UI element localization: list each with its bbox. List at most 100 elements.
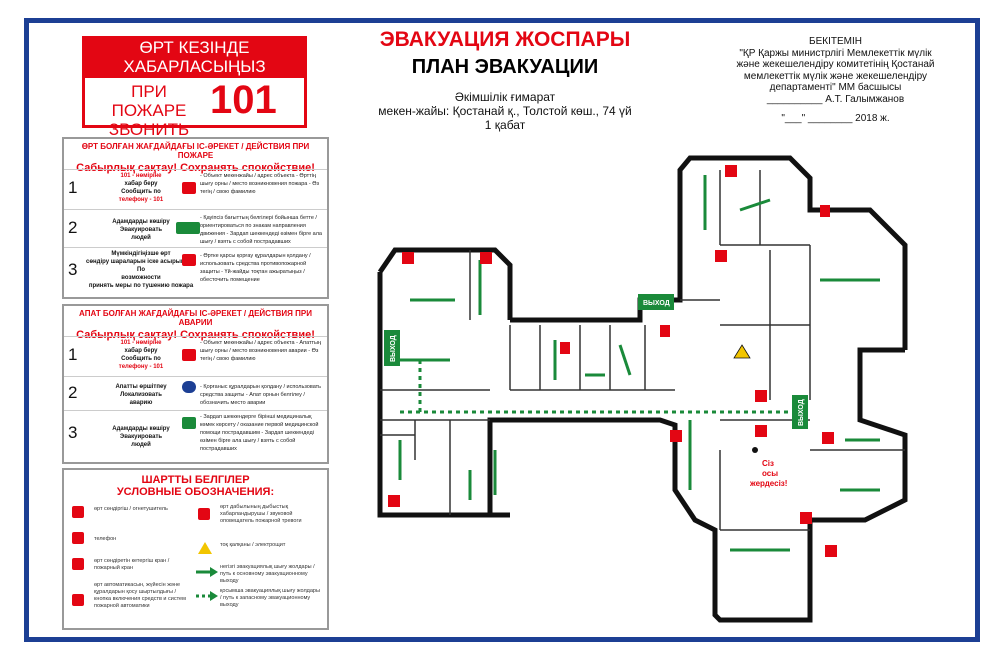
extinguisher-icon bbox=[182, 254, 196, 266]
you-are-here-label: осы bbox=[762, 469, 778, 478]
electric-hazard-icon bbox=[198, 542, 212, 554]
approval-line: __________ А.Т. Галымжанов bbox=[766, 93, 905, 105]
plan-title-ru: ПЛАН ЭВАКУАЦИИ bbox=[411, 56, 599, 78]
step-detail: - Объект мекенжайы / адрес объекта - Өрт… bbox=[200, 173, 320, 195]
fire-box-line4: ЗВОНИТЬ bbox=[108, 120, 190, 139]
siren-icon bbox=[198, 508, 210, 520]
legend-item: негізгі эвакуациялық шығу жолдары / путь… bbox=[220, 564, 315, 584]
approval-line: БЕКІТЕМІН bbox=[809, 36, 862, 47]
accident-panel-header: АПАТ БОЛҒАН ЖАҒДАЙДАҒЫ ІС-ӘРЕКЕТ / ДЕЙСТ… bbox=[79, 309, 312, 327]
accident-actions-panel: АПАТ БОЛҒАН ЖАҒДАЙДАҒЫ ІС-ӘРЕКЕТ / ДЕЙСТ… bbox=[62, 304, 329, 464]
extinguisher-icon bbox=[660, 325, 670, 337]
legend-item: тоқ қалқаны / электрощит bbox=[220, 542, 286, 548]
phone-icon bbox=[72, 532, 84, 544]
reserve-evacuation-route bbox=[400, 360, 795, 414]
fire-actions-panel: ӨРТ БОЛҒАН ЖАҒДАЙДАҒЫ ІС-ӘРЕКЕТ / ДЕЙСТВ… bbox=[62, 137, 329, 299]
step-text: принять меры по тушению пожара bbox=[88, 283, 194, 289]
approval-line: мемлекеттік мүлік және жекешелендіру bbox=[743, 70, 928, 82]
extinguisher-icon bbox=[755, 425, 767, 437]
fire-hose-icon bbox=[755, 390, 767, 402]
legend-item: телефон bbox=[94, 536, 117, 542]
floor-label: 1 қабат bbox=[484, 118, 526, 132]
approval-block: БЕКІТЕМІН "ҚР Қаржы министрлігі Мемлекет… bbox=[728, 36, 943, 125]
fire-panel-calm: Сабырлық сақтау! Сохранять спокойствие! bbox=[76, 162, 315, 174]
legend-item: өрт сөндіргіш / огнетушитель bbox=[94, 506, 168, 512]
exit-label: ВЫХОД bbox=[390, 335, 397, 362]
step-text: Адамдарды көшіру bbox=[112, 219, 170, 225]
step-text: Сообщить по bbox=[121, 356, 161, 362]
extinguisher-icon bbox=[560, 342, 570, 354]
exit-label: ВЫХОД bbox=[798, 399, 805, 426]
step-detail: - Зардап шеккендерге бірінші медициналық… bbox=[200, 414, 319, 452]
step-text: 101 - нөміріне bbox=[120, 173, 162, 179]
step-number: 3 bbox=[68, 423, 78, 442]
building-info: Әкімшілік ғимарат мекен-жайы: Қостанай қ… bbox=[340, 90, 670, 132]
step-text: хабар беру bbox=[124, 181, 158, 187]
phone-icon bbox=[402, 252, 414, 264]
exit-sign-west bbox=[384, 330, 400, 366]
step-text: Мүмкіндігіңізше өрт bbox=[111, 251, 171, 257]
step-text: Апатты өршітпеу bbox=[115, 384, 167, 390]
step-detail: - Қорғаныс құралдарын қолдану / использо… bbox=[200, 384, 322, 406]
fire-button-icon bbox=[72, 594, 84, 606]
arrow-legend-icons bbox=[196, 567, 218, 601]
phone-icon bbox=[182, 349, 196, 361]
step-detail: - Өртке қарсы қорғау құралдарын қолдану … bbox=[200, 253, 311, 283]
plan-title-kz: ЭВАКУАЦИЯ ЖОСПАРЫ bbox=[379, 28, 631, 51]
approval-line: "ҚР Қаржы министрлігі Мемлекеттік мүлік bbox=[739, 47, 932, 59]
electric-hazard-icon bbox=[733, 344, 751, 359]
interior-walls bbox=[380, 170, 905, 531]
step-text: Эвакуировать bbox=[119, 227, 163, 233]
phone-icon bbox=[800, 512, 812, 524]
step-detail: - Қауіпсіз бағыттың белгілері бойынша бе… bbox=[200, 215, 322, 245]
step-text: возможности bbox=[121, 275, 161, 281]
step-number: 3 bbox=[68, 260, 78, 279]
fire-phone-number: 101 bbox=[210, 78, 277, 122]
fire-box-line1: ӨРТ КЕЗІНДЕ bbox=[139, 38, 250, 57]
exit-label: ВЫХОД bbox=[643, 300, 670, 307]
plan-symbols bbox=[388, 165, 837, 557]
fire-box-line3: ПРИ ПОЖАРЕ bbox=[111, 82, 187, 120]
phone-icon bbox=[388, 495, 400, 507]
step-text: телефону - 101 bbox=[118, 364, 164, 370]
fire-panel-header: ӨРТ БОЛҒАН ЖАҒДАЙДАҒЫ ІС-ӘРЕКЕТ / ДЕЙСТВ… bbox=[81, 142, 310, 160]
step-text: 101 - нөміріне bbox=[120, 340, 162, 346]
building-address: мекен-жайы: Қостанай қ., Толстой көш., 7… bbox=[378, 104, 632, 118]
you-are-here-marker bbox=[752, 447, 758, 453]
first-aid-icon bbox=[182, 417, 196, 429]
step-text: Сообщить по bbox=[121, 189, 161, 195]
floor-plan: ВЫХОД ВЫХОД ВЫХОД Сіз осы жердесіз! bbox=[377, 155, 908, 623]
you-are-here-label: жердесіз! bbox=[749, 479, 787, 488]
step-text: Эвакуировать bbox=[119, 434, 163, 440]
step-text: Локализовать bbox=[120, 392, 162, 398]
phone-icon bbox=[480, 252, 492, 264]
phone-icon bbox=[725, 165, 737, 177]
legend-panel: ШАРТТЫ БЕЛГІЛЕР УСЛОВНЫЕ ОБОЗНАЧЕНИЯ: өр… bbox=[62, 468, 329, 630]
legend-item: өрт сөндіретін кетергіш кран / пожарный … bbox=[94, 558, 170, 571]
step-number: 1 bbox=[68, 345, 78, 364]
step-number: 2 bbox=[68, 383, 78, 402]
step-text: хабар беру bbox=[124, 348, 158, 354]
step-text: сөндіру шараларын іске асырыңыз / По bbox=[86, 259, 196, 273]
phone-icon bbox=[182, 182, 196, 194]
legend-item: өрт автоматикасын, жүйесін және құралдар… bbox=[94, 582, 186, 609]
fire-hose-icon bbox=[72, 558, 84, 570]
phone-icon bbox=[822, 432, 834, 444]
approval-line: және жекешелендіру комитетінің Қостанай bbox=[736, 59, 935, 70]
step-number: 1 bbox=[68, 178, 78, 197]
fire-step-3: 3 Мүмкіндігіңізше өрт сөндіру шараларын і… bbox=[64, 247, 327, 296]
approval-date: "___" ________ 2018 ж. bbox=[781, 113, 890, 124]
legend-title-kz: ШАРТТЫ БЕЛГІЛЕР bbox=[141, 474, 250, 486]
step-text: людей bbox=[131, 235, 151, 241]
exit-sign-north bbox=[638, 294, 674, 310]
main-evacuation-routes bbox=[398, 175, 880, 552]
extinguisher-icon bbox=[72, 506, 84, 518]
fire-box-line2: ХАБАРЛАСЫҢЫЗ bbox=[123, 57, 266, 76]
step-detail: - Объект мекенжайы / адрес объекта - Апа… bbox=[200, 340, 322, 362]
step-number: 2 bbox=[68, 218, 78, 237]
